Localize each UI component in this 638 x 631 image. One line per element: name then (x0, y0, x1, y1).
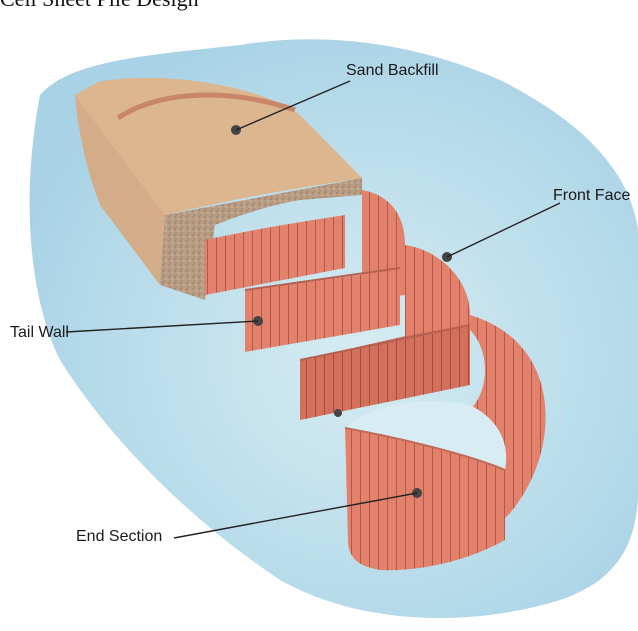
tail-wall-label: Tail Wall (10, 324, 69, 342)
end-section-label: End Section (76, 528, 162, 546)
tier-3-marker (334, 409, 342, 417)
sand-backfill-label: Sand Backfill (346, 62, 439, 80)
front-face-label: Front Face (553, 187, 630, 205)
